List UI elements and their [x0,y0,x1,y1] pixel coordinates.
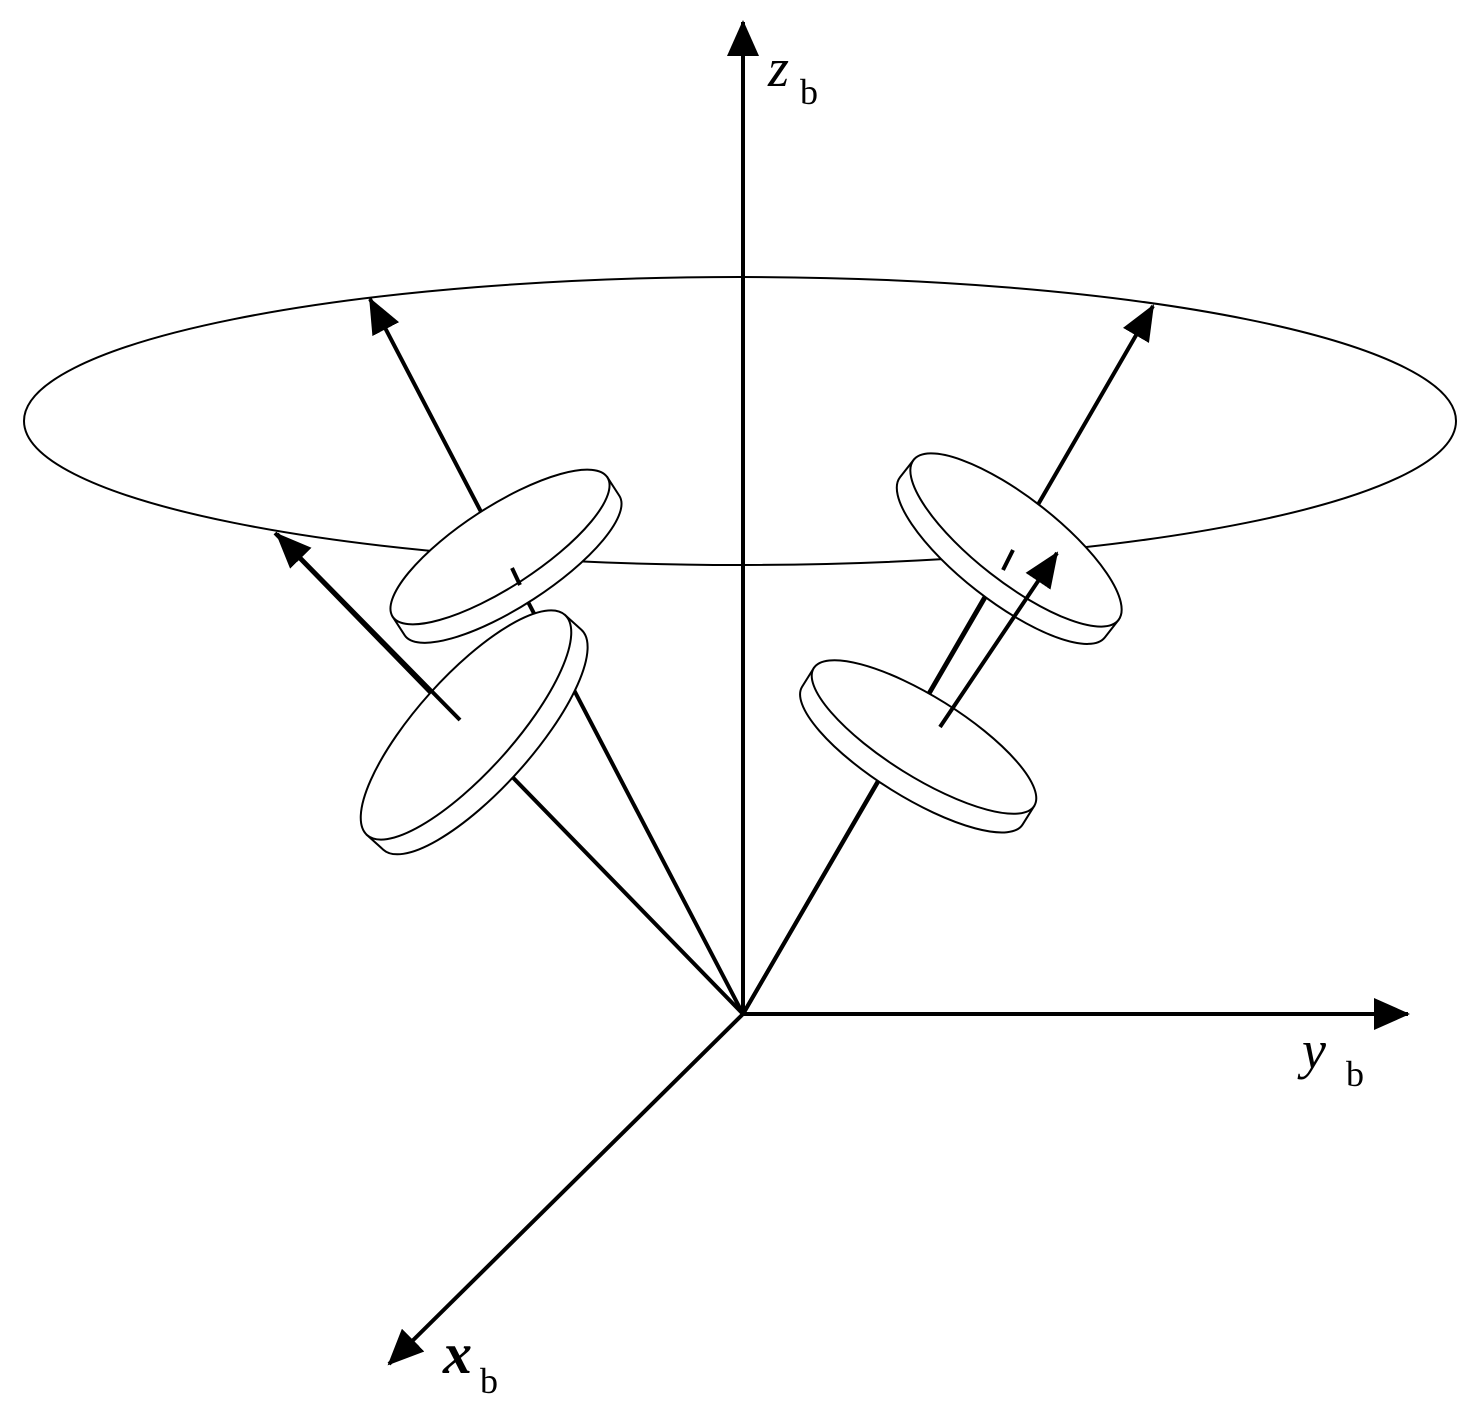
cone-generator-lines [273,297,1155,1016]
wheel-upper-left [389,468,623,644]
svg-text:b: b [1346,1054,1364,1094]
x-axis-label: x b [442,1321,498,1401]
spin-axis-segments [275,532,1059,729]
svg-text:x: x [442,1321,472,1386]
x-axis [387,1012,745,1366]
wheel-lower-right [799,659,1038,834]
x-axis-subscript: b [480,1361,498,1401]
svg-text:b: b [800,72,818,112]
wheel-upper-right [895,452,1123,645]
z-axis-letter: z [767,38,789,98]
spin-axis-upper-right-stub [1001,549,1015,571]
spin-axis-upper-left-stub [510,567,522,586]
svg-text:y: y [1297,1020,1326,1080]
spin-axis-lower-right-arrow [938,551,1059,729]
x-axis-letter: x [442,1321,472,1386]
coordinate-axes [387,20,1410,1366]
cone-base-ellipse [23,276,1457,566]
y-axis-letter: y [1297,1020,1326,1080]
spin-axis-lower-left-arrow [275,532,462,722]
wheel-lower-left [359,609,589,856]
svg-text:z: z [767,38,789,98]
z-axis-subscript: b [800,72,818,112]
y-axis-subscript: b [1346,1054,1364,1094]
svg-text:b: b [480,1361,498,1401]
z-axis-label: z b [767,38,818,112]
y-axis-label: y b [1297,1020,1364,1094]
